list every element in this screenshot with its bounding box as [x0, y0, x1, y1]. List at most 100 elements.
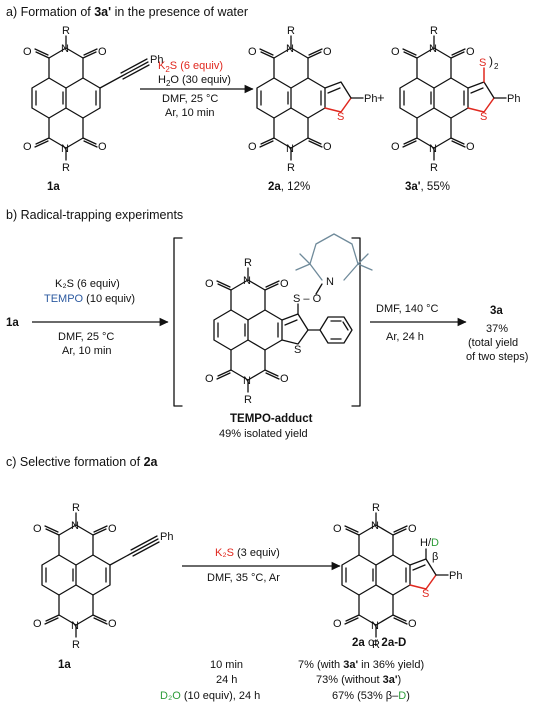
svg-text:N: N	[429, 43, 437, 55]
svg-text:R: R	[287, 162, 295, 174]
svg-text:R: R	[62, 25, 70, 37]
svg-text:O: O	[33, 523, 42, 535]
reagent-k2s-b: K₂S (6 equiv)	[55, 278, 120, 290]
label-2a-top: 2a, 12%	[268, 181, 310, 193]
svg-text:S – O: S – O	[293, 293, 322, 305]
svg-text:O: O	[205, 373, 214, 385]
row1-condition: 10 min	[210, 659, 243, 671]
svg-text:R: R	[244, 257, 252, 269]
svg-text:S: S	[479, 57, 486, 69]
svg-text:R: R	[72, 502, 80, 514]
svg-text:O: O	[408, 618, 417, 630]
label-2a-or-2a-d: 2a or 2a-D	[352, 637, 406, 649]
svg-text:O: O	[108, 618, 117, 630]
svg-text:O: O	[98, 46, 107, 58]
svg-text:O: O	[323, 141, 332, 153]
tempo-adduct-yield: 49% isolated yield	[219, 428, 308, 440]
svg-text:S: S	[422, 588, 429, 600]
reagent-k2s-c: K₂S (3 equiv)	[215, 547, 280, 559]
note-total-yield: (total yield	[468, 337, 518, 349]
svg-text:O: O	[23, 141, 32, 153]
svg-text:Ph: Ph	[160, 531, 173, 543]
svg-text:R: R	[287, 25, 295, 37]
molecule-1a-c: R N O O N R O O Ph	[33, 502, 173, 651]
svg-text:Ph: Ph	[150, 54, 163, 66]
row3-result: 67% (53% β–D)	[332, 690, 410, 702]
svg-text:R: R	[430, 25, 438, 37]
yield-3a: 37%	[486, 323, 508, 335]
reagent-tempo-b: TEMPO (10 equiv)	[44, 293, 135, 305]
molecule-1a-top: R N O O N R O O Ph	[23, 25, 163, 174]
svg-text:2: 2	[494, 62, 499, 71]
label-3a: 3a	[490, 305, 503, 317]
svg-text:O: O	[408, 523, 417, 535]
molecule-3a-prime: R N O O N R O O S Ph S ) 2	[391, 25, 520, 174]
svg-text:Ph: Ph	[449, 570, 462, 582]
svg-text:N: N	[243, 275, 251, 287]
condition-dmf-140: DMF, 140 °C	[376, 303, 439, 315]
svg-text:H/D: H/D	[420, 537, 439, 549]
molecule-2a-top: R N O O N R O O S Ph	[248, 25, 377, 174]
svg-text:R: R	[244, 394, 252, 406]
svg-text:S: S	[337, 111, 344, 123]
note-two-steps: of two steps)	[466, 351, 528, 363]
condition-ar-a: Ar, 10 min	[165, 107, 215, 119]
svg-text:O: O	[98, 141, 107, 153]
svg-text:β: β	[432, 551, 438, 563]
reagent-k2s-a: K2S (6 equiv)	[158, 60, 223, 74]
row2-condition: 24 h	[216, 674, 237, 686]
row1-result: 7% (with 3a' in 36% yield)	[298, 659, 424, 671]
svg-text:): )	[489, 54, 493, 68]
bracket-right	[351, 237, 361, 407]
svg-text:N: N	[326, 276, 334, 288]
svg-text:O: O	[391, 141, 400, 153]
svg-text:O: O	[248, 141, 257, 153]
svg-text:N: N	[61, 143, 69, 155]
svg-text:R: R	[62, 162, 70, 174]
bracket-left	[173, 237, 183, 407]
svg-text:N: N	[429, 143, 437, 155]
condition-ar-24h: Ar, 24 h	[386, 331, 424, 343]
reagent-h2o-a: H2O (30 equiv)	[158, 74, 231, 88]
section-c-title: c) Selective formation of 2a	[6, 455, 159, 469]
svg-text:Ph: Ph	[507, 93, 520, 105]
label-1a-top: 1a	[47, 181, 60, 193]
svg-text:N: N	[286, 143, 294, 155]
label-1a-c: 1a	[58, 659, 71, 671]
section-a-title: a) Formation of 3a' in the presence of w…	[6, 5, 248, 19]
svg-text:N: N	[286, 43, 294, 55]
condition-dmf-b: DMF, 25 °C	[58, 331, 114, 343]
svg-text:R: R	[72, 639, 80, 651]
row2-result: 73% (without 3a')	[316, 674, 401, 686]
svg-text:O: O	[33, 618, 42, 630]
condition-dmf-a: DMF, 25 °C	[162, 93, 218, 105]
svg-text:N: N	[71, 520, 79, 532]
svg-text:N: N	[243, 375, 251, 387]
condition-c: DMF, 35 °C, Ar	[207, 572, 280, 584]
label-3a-prime: 3a', 55%	[405, 181, 450, 193]
svg-text:O: O	[333, 523, 342, 535]
label-1a-b: 1a	[6, 317, 19, 329]
svg-text:O: O	[205, 278, 214, 290]
svg-text:O: O	[466, 141, 475, 153]
svg-text:O: O	[248, 46, 257, 58]
svg-text:R: R	[372, 639, 380, 651]
svg-text:N: N	[71, 620, 79, 632]
label-tempo-adduct: TEMPO-adduct	[230, 413, 313, 425]
plus-sign: +	[377, 90, 385, 105]
svg-text:O: O	[108, 523, 117, 535]
molecule-tempo-adduct: R N O O N R O O S S – O N	[205, 233, 373, 406]
row3-condition: D₂O (10 equiv), 24 h	[160, 690, 260, 702]
svg-text:N: N	[61, 43, 69, 55]
section-b-title: b) Radical-trapping experiments	[6, 208, 183, 222]
svg-text:Ph: Ph	[364, 93, 377, 105]
svg-text:O: O	[323, 46, 332, 58]
svg-text:O: O	[466, 46, 475, 58]
svg-text:R: R	[372, 502, 380, 514]
svg-text:S: S	[480, 111, 487, 123]
molecule-2a-c: R N O O N R O O S Ph H/D β	[333, 502, 462, 651]
svg-text:N: N	[371, 620, 379, 632]
svg-text:O: O	[23, 46, 32, 58]
svg-text:N: N	[371, 520, 379, 532]
